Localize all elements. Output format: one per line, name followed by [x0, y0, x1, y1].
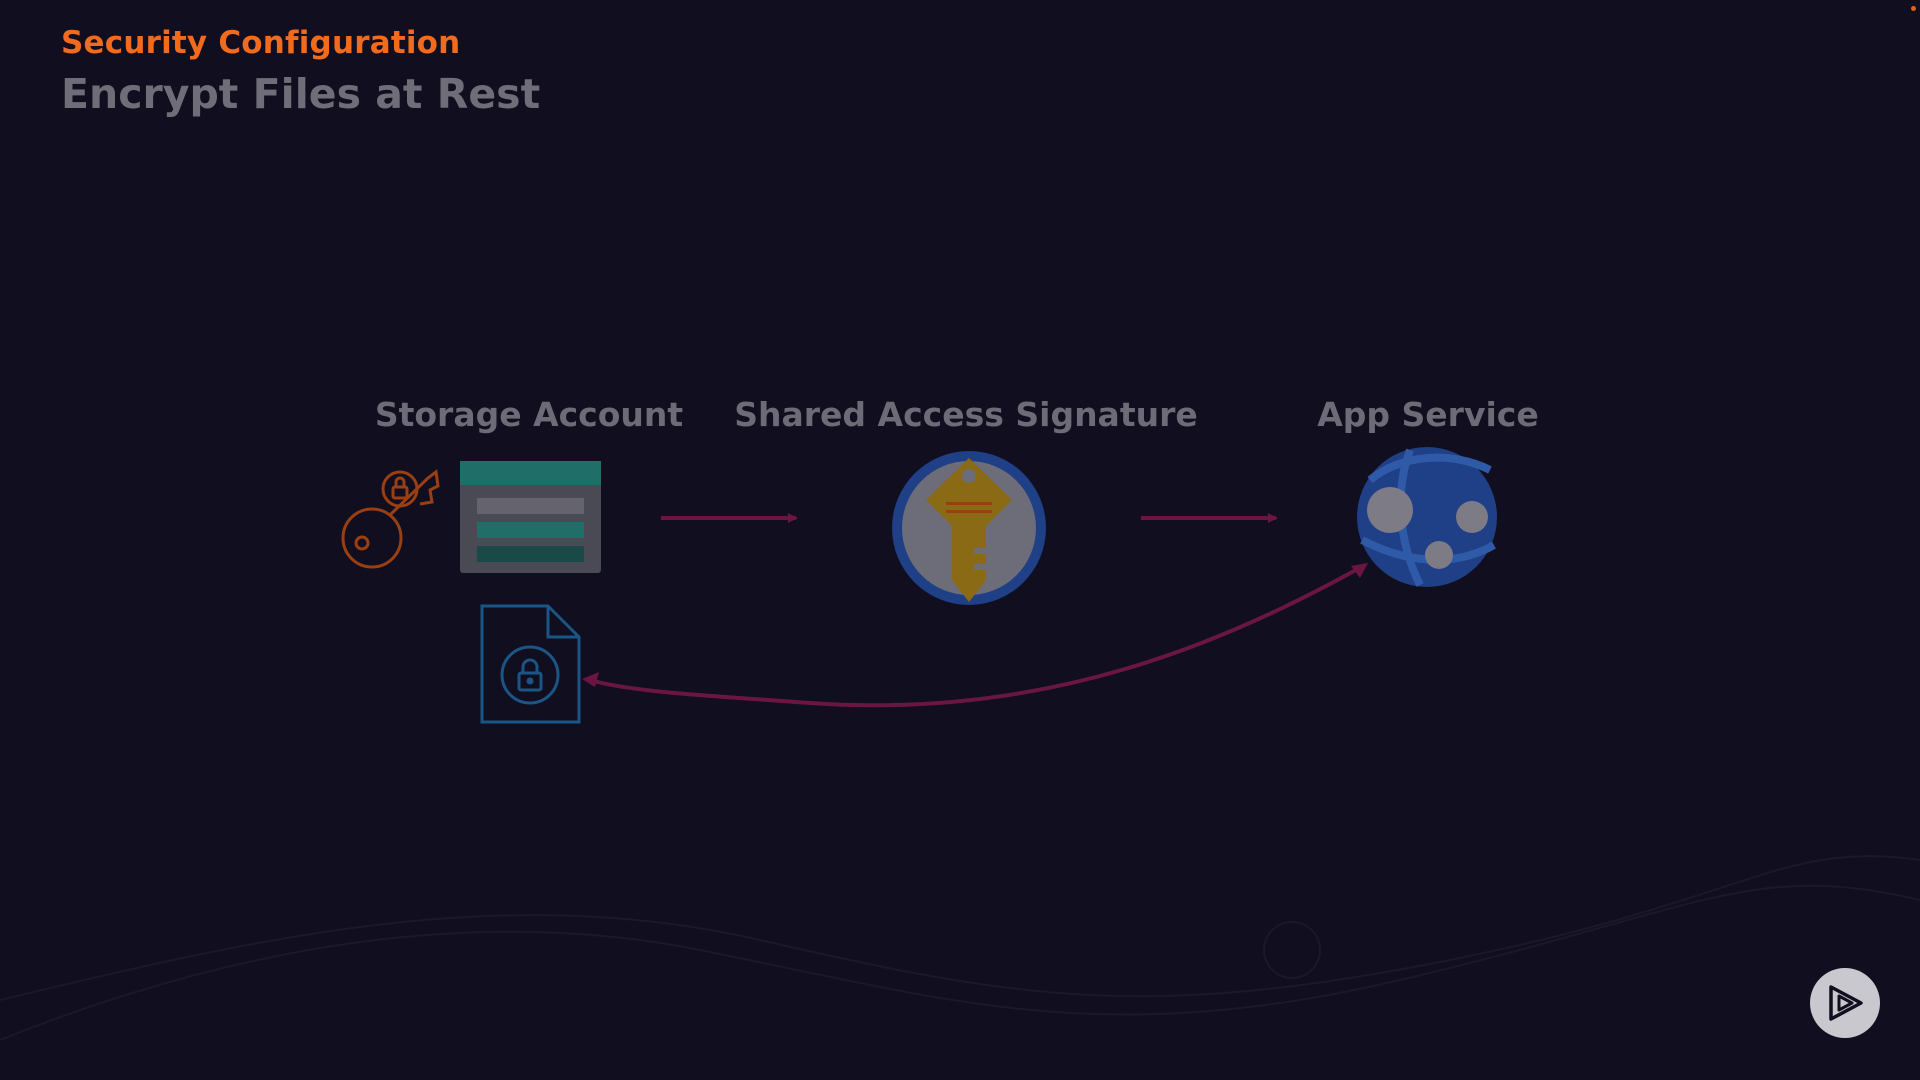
slide-title: Encrypt Files at Rest [61, 70, 541, 118]
slide-header: Security Configuration Encrypt Files at … [61, 22, 540, 120]
play-logo-button[interactable] [1810, 968, 1880, 1038]
shared-access-signature-label: Shared Access Signature [734, 395, 1198, 434]
arrowhead-to-app-service [1351, 563, 1368, 578]
storage-account-label: Storage Account [374, 395, 684, 434]
app-service-label: App Service [1317, 395, 1539, 434]
storage-key-icon [341, 469, 440, 569]
storage-account-icon [460, 461, 601, 573]
arrowhead-to-file [582, 672, 599, 687]
encrypted-file-icon [480, 604, 581, 724]
arrow-app-service-to-file [585, 563, 1366, 708]
play-logo-icon [1829, 985, 1863, 1021]
corner-dot [1911, 6, 1916, 11]
app-service-globe-icon [1357, 447, 1497, 587]
section-eyebrow: Security Configuration [61, 25, 461, 61]
key-vault-icon [892, 451, 1046, 605]
